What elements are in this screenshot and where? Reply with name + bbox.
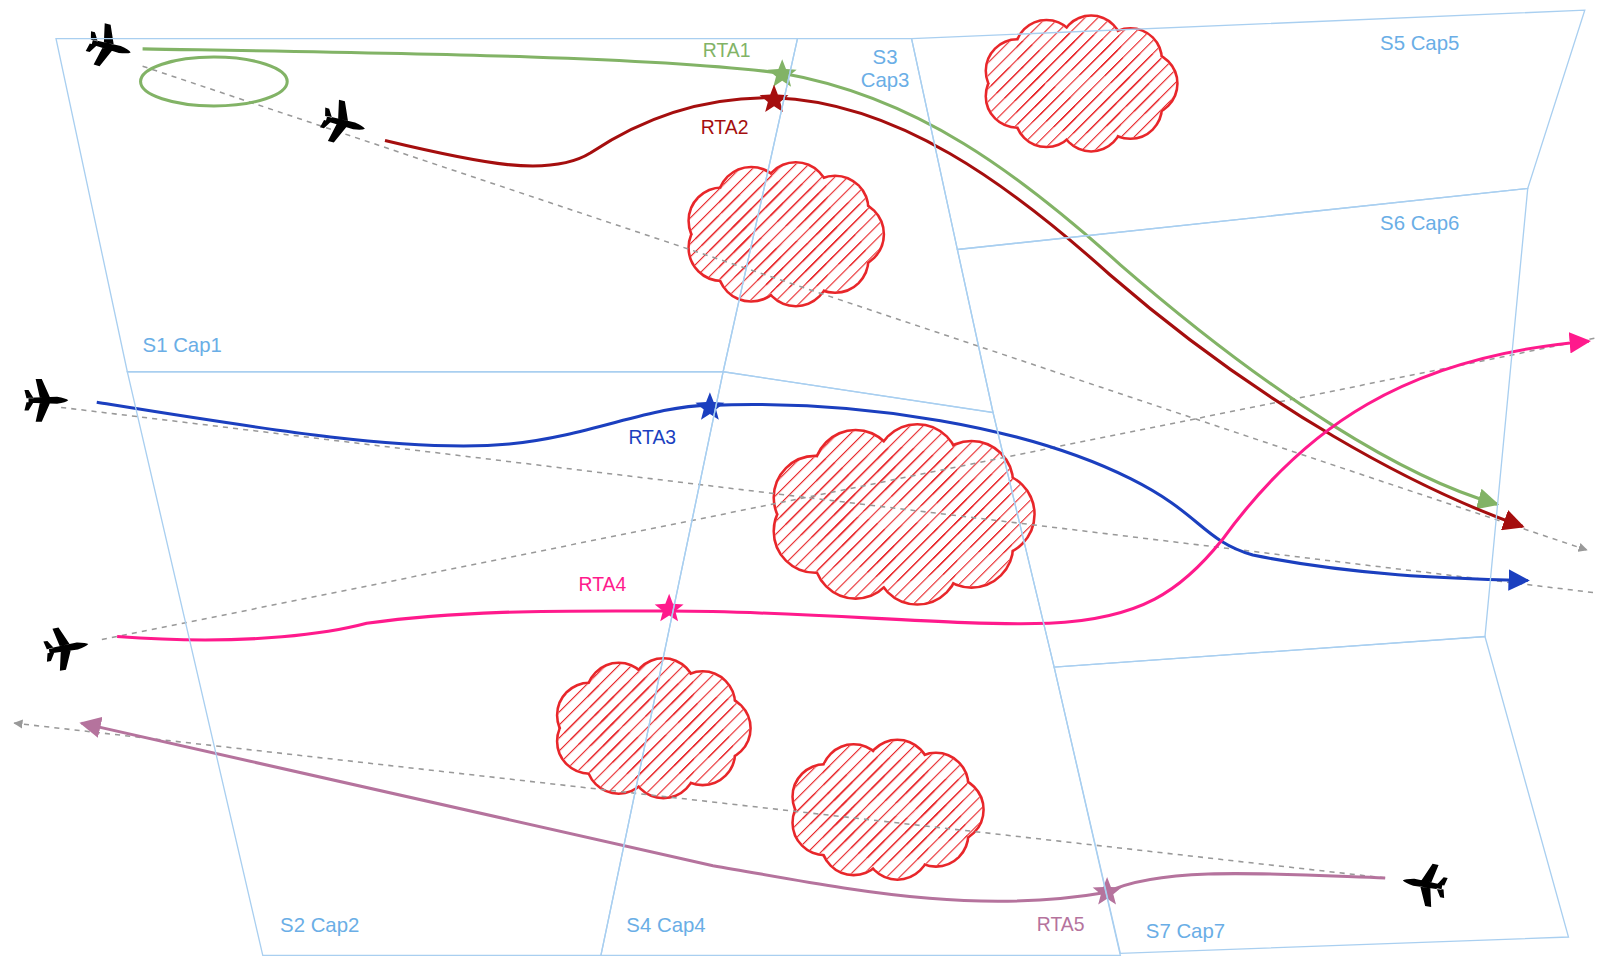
cloud-lobe [1100,30,1160,90]
cloud-lobe [671,673,733,735]
sector-border [1054,637,1568,954]
rta-label: RTA5 [1037,915,1085,935]
cloud-lobe [931,442,1012,523]
cloud-lobe [905,754,967,816]
aircraft-icon [24,379,68,422]
green-trajectory [143,49,1498,504]
cloud-lobe [931,442,1012,523]
airspace-sector: S4 Cap4 [601,372,1120,956]
purple-trajectory [81,723,1385,901]
sector-label: S1 Cap1 [143,334,222,356]
sector-border [957,188,1527,667]
cloud-lobe [931,442,1012,523]
pink-trajectory [117,341,1589,640]
blue-trajectory [97,402,1528,580]
sector-outline [56,39,797,372]
holding-loop [141,57,288,106]
sector-outline [912,10,1585,249]
airspace-sector: S1 Cap1 [56,39,797,372]
cloud-lobe [671,673,733,735]
sector-outline [957,188,1527,667]
planned-routes [14,66,1595,878]
aircraft-icon [83,20,136,73]
rta-label: RTA3 [628,428,676,448]
rta-label: RTA2 [701,118,749,138]
sector-border [127,372,723,956]
sector-border [601,372,1120,956]
cloud-lobe [671,673,733,735]
rta-star [655,594,684,621]
red-trajectory [385,98,1523,527]
cloud-lobe [803,177,867,241]
cloud-lobe [803,177,867,241]
rta-label: RTA1 [703,41,751,61]
cloud-lobe [905,754,967,816]
aircraft-icon [317,97,370,150]
aircraft-icon [1399,859,1450,909]
airspace-sector: S5 Cap5 [912,10,1585,249]
sector-outline [601,372,1120,956]
planned-route [61,407,1595,592]
sector-border [912,10,1585,249]
weather-cells [558,17,1176,879]
rta-stars [655,59,1122,904]
airspace-sector: S2 Cap2 [127,372,723,956]
sector-outline [127,372,723,956]
sector-border [56,39,797,372]
sector-label: S2 Cap2 [280,914,359,936]
aircraft [24,20,1449,909]
aircraft-icon [41,623,92,673]
sector-label: S4 Cap4 [626,914,705,936]
cloud-lobe [1100,30,1160,90]
rta-star [695,392,724,419]
sector-label: S7 Cap7 [1146,920,1225,942]
airspace-sector: S7 Cap7 [1054,637,1568,954]
sector-label: S3 Cap3 [853,46,916,91]
sector-label: S5 Cap5 [1380,32,1459,54]
planned-route [14,723,1385,878]
planned-route [102,338,1595,639]
rta-label: RTA4 [579,574,627,594]
airspace-sector: S6 Cap6 [957,188,1527,667]
cloud-lobe [905,754,967,816]
planned-route [143,66,1587,550]
sector-label: S6 Cap6 [1380,212,1459,234]
sector-outline [1054,637,1568,954]
cloud-lobe [1100,30,1160,90]
cloud-lobe [803,177,867,241]
